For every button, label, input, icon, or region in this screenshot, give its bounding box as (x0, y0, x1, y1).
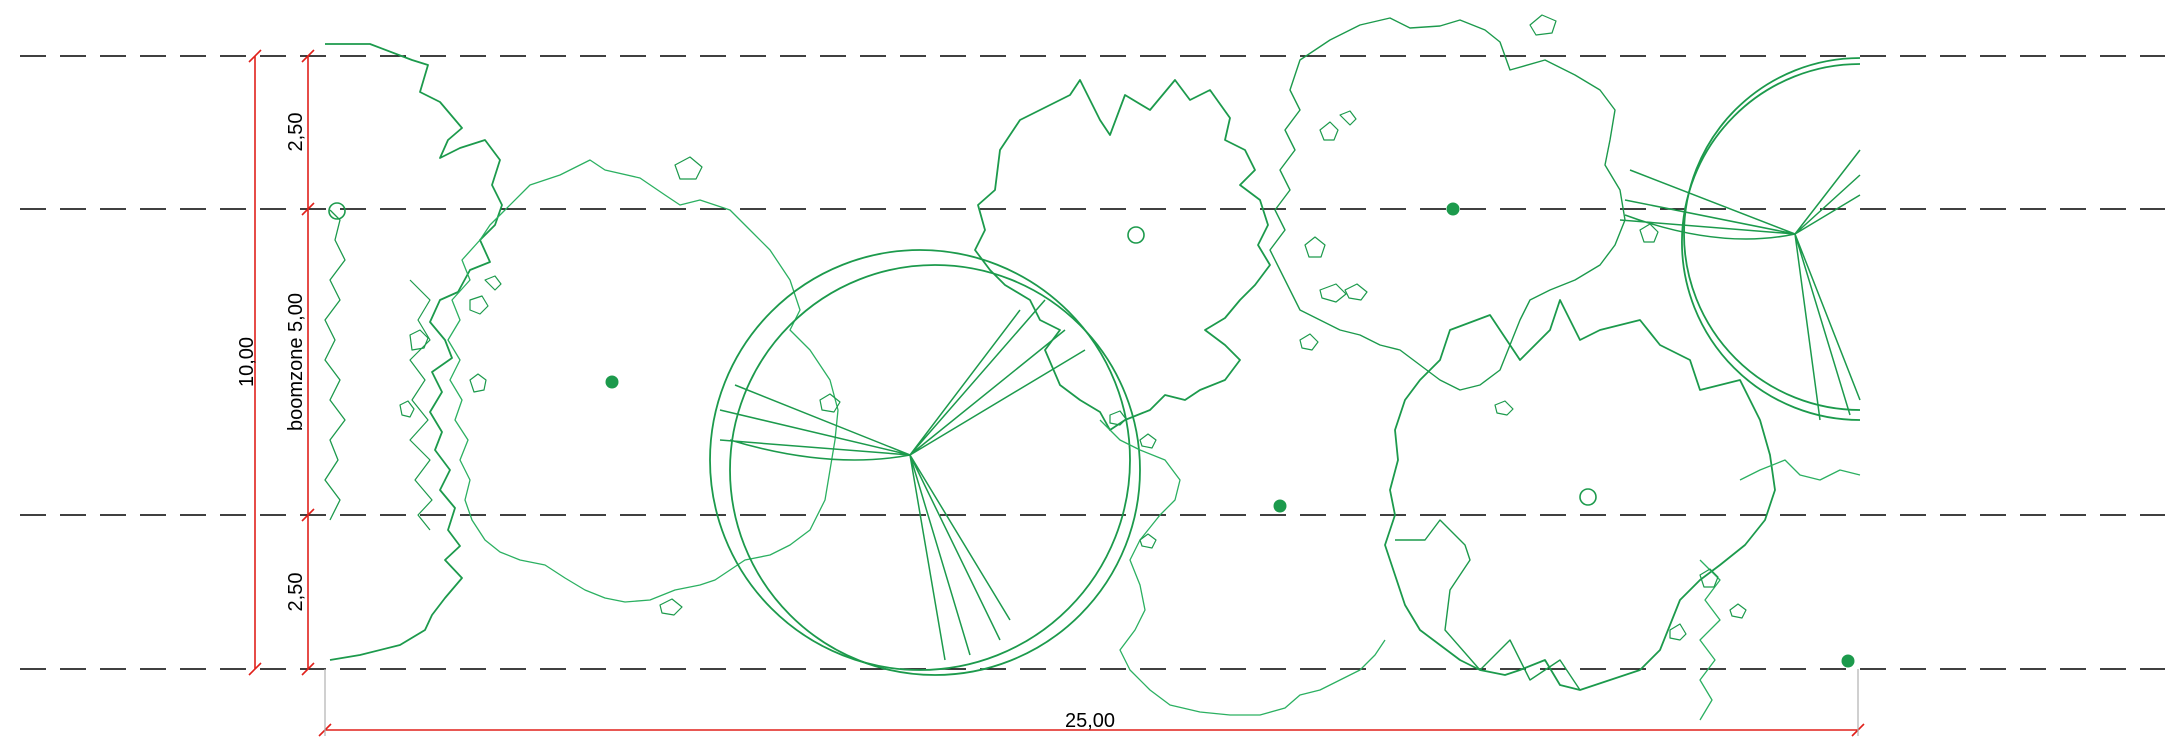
tree-crown-circle-2b (1681, 63, 1861, 421)
trunk-dot-filled (605, 375, 619, 389)
tree-canopies (324, 14, 1861, 721)
leaf-blob (1319, 121, 1339, 141)
trunk-circle-open (1127, 226, 1145, 244)
tree-canopy-left-edge-2 (324, 209, 346, 521)
dimension-lines (248, 49, 1865, 737)
leaf-blob (1494, 400, 1514, 416)
leaf-blob (1139, 433, 1157, 449)
leaf-blob (1639, 223, 1659, 243)
leaf-blobs (399, 14, 1747, 641)
trunk-dot-filled (1446, 202, 1460, 216)
extension-lines (324, 669, 1859, 736)
tree-branch-lines-2 (1619, 149, 1861, 421)
tree-canopy-left-interior (409, 279, 433, 531)
tree-canopy-left-edge (325, 43, 503, 661)
tree-crown-circle-1b (729, 264, 1141, 676)
leaf-blob (1339, 110, 1357, 126)
tree-canopy-left-light (447, 159, 839, 603)
leaf-blob (469, 295, 489, 315)
leaf-blob (399, 400, 415, 418)
trunk-circle-open (328, 202, 346, 220)
dim-label-total-height: 10,00 (236, 337, 258, 387)
dim-tick (301, 508, 315, 522)
dim-tick (248, 662, 262, 676)
dim-tick (301, 49, 315, 63)
leaf-blob (1669, 623, 1687, 641)
dim-label-total-width: 25,00 (1065, 710, 1115, 732)
dim-tick (301, 662, 315, 676)
leaf-blob (1139, 533, 1157, 549)
tree-canopy-right-lower-inner (1395, 519, 1581, 691)
trunk-circle-open (1579, 488, 1597, 506)
tree-branch-lines-1 (719, 299, 1086, 661)
tree-canopy-middle (974, 79, 1271, 431)
tree-canopy-right-lower (1384, 299, 1776, 691)
tree-crown-circle-2a (1683, 57, 1861, 411)
leaf-blob (1299, 333, 1319, 351)
leaf-blob (484, 275, 502, 291)
tree-canopy-far-right (1699, 459, 1861, 721)
leaf-blob (659, 598, 683, 616)
leaf-blob (1699, 568, 1719, 588)
dim-tick (301, 202, 315, 216)
tree-canopy-middle-lower (1099, 419, 1386, 716)
leaf-blob (469, 373, 487, 393)
leaf-blob (409, 329, 429, 351)
tree-canopy-right-upper (1269, 17, 1626, 391)
leaf-blob (674, 156, 703, 180)
leaf-blob (1729, 603, 1747, 619)
leaf-blob (1304, 236, 1326, 258)
leaf-blob (1529, 14, 1557, 36)
guide-lines (20, 55, 2165, 670)
dim-label-bottom-band: 2,50 (285, 573, 307, 612)
dim-label-top-band: 2,50 (285, 113, 307, 152)
leaf-blob (1319, 283, 1347, 303)
dim-label-middle-band: boomzone 5,00 (285, 293, 307, 431)
tree-trunks (328, 202, 1855, 668)
tree-crown-circle-1a (709, 249, 1131, 671)
leaf-blob (819, 393, 841, 413)
trunk-dot-filled (1841, 654, 1855, 668)
leaf-blob (1109, 410, 1127, 426)
leaf-blob (1344, 283, 1368, 301)
trunk-dot-filled (1273, 499, 1287, 513)
dim-tick (248, 49, 262, 63)
